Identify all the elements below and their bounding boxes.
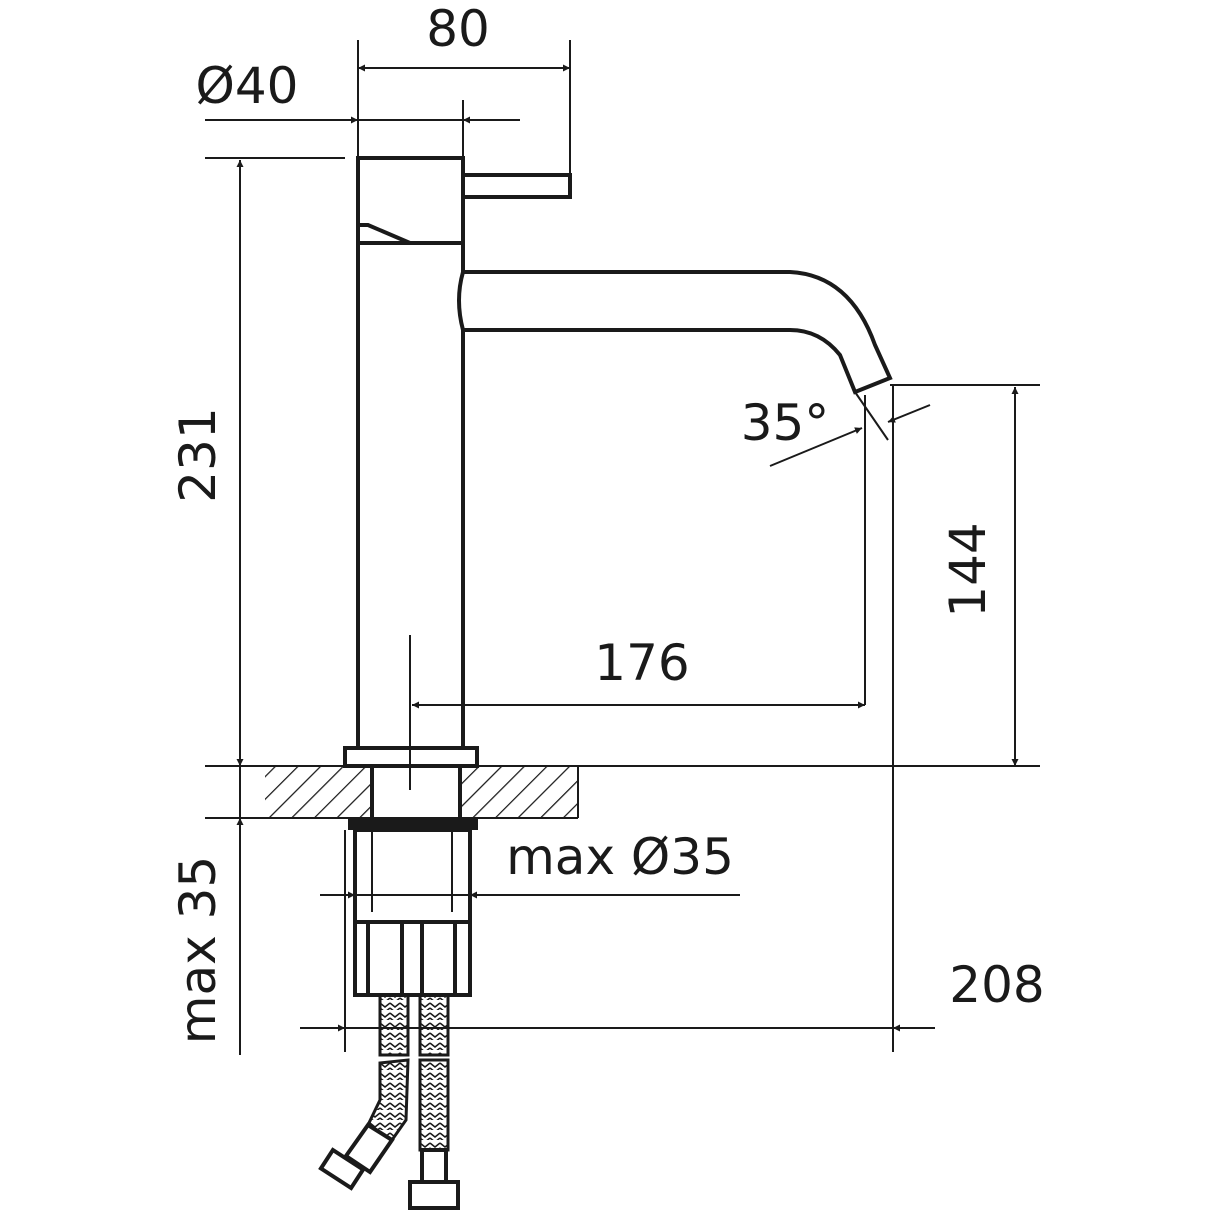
dimension-label: 144 [939, 522, 997, 617]
dimension-label: 208 [949, 956, 1044, 1014]
dimension-overall-depth: 208 [300, 385, 1045, 1052]
dimension-label: 176 [594, 634, 689, 692]
worktop-section [205, 765, 1040, 819]
dimension-handle-length: 80 [357, 0, 571, 175]
dimension-max-hole-diameter: max Ø35 [320, 828, 740, 899]
dimension-spout-reach: 176 [412, 395, 866, 709]
dimension-max-worktop-thickness: max 35 [169, 766, 244, 1055]
spout [457, 270, 893, 395]
body-column [356, 225, 465, 748]
dimension-label: Ø40 [196, 57, 299, 115]
dimension-outlet-height: 144 [890, 384, 1040, 766]
dimension-body-diameter: Ø40 [196, 57, 520, 158]
fixing-assembly [348, 635, 478, 997]
dimension-label: max Ø35 [506, 828, 734, 886]
dimension-label: max 35 [169, 856, 227, 1044]
handle-lever [463, 173, 572, 199]
dimension-total-height: 231 [169, 157, 345, 766]
handle-cap [356, 156, 465, 245]
dimension-label: 35° [741, 394, 830, 452]
dimension-label: 231 [169, 407, 227, 502]
dimension-label: 80 [426, 0, 490, 58]
dimension-spout-angle: 35° [741, 391, 931, 467]
supply-hoses [318, 993, 460, 1210]
